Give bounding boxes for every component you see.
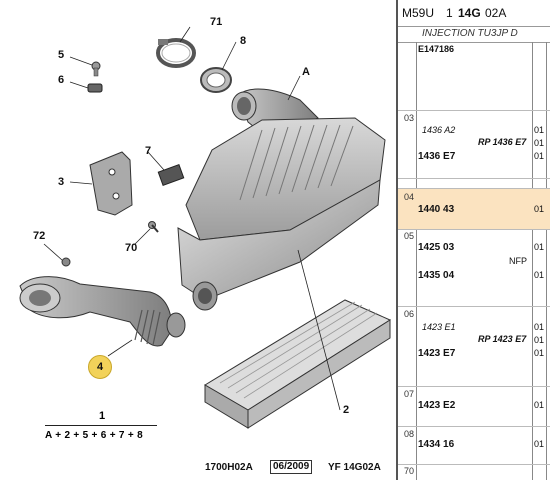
part-ref: 1435 04 bbox=[418, 270, 455, 281]
air-filter-illustration bbox=[19, 26, 392, 429]
intake-duct-4[interactable] bbox=[19, 276, 186, 347]
qty: 01 bbox=[534, 151, 545, 161]
qty: 01 bbox=[534, 439, 545, 449]
screw-72[interactable] bbox=[61, 257, 71, 267]
kit-formula-text: A + 2 + 5 + 6 + 7 + 8 bbox=[45, 430, 143, 441]
parts-row-selected[interactable]: 04 1440 43 01 bbox=[398, 188, 550, 230]
row-index: 03 bbox=[404, 113, 415, 123]
bracket-3[interactable] bbox=[89, 151, 133, 216]
part-ref: 1440 43 bbox=[418, 204, 455, 215]
air-filter-housing-A[interactable] bbox=[177, 88, 386, 311]
diagram-ref-right: YF 14G02A bbox=[328, 462, 381, 473]
diagram-date: 06/2009 bbox=[270, 460, 313, 474]
qty: 01 bbox=[534, 125, 545, 135]
pad-7[interactable] bbox=[157, 164, 185, 186]
qty: 01 bbox=[534, 335, 545, 345]
parts-row[interactable]: 07 1423 E2 01 bbox=[398, 386, 550, 427]
diagram-ref-code: 1700H02A bbox=[205, 462, 253, 473]
model-code-4: 02A bbox=[485, 6, 507, 20]
part-ref: 1436 E7 bbox=[418, 151, 456, 162]
callout-2[interactable]: 2 bbox=[343, 404, 350, 416]
panel-header: M59U 1 14G 02A bbox=[398, 0, 550, 27]
screw-5[interactable] bbox=[91, 61, 101, 77]
qty: 01 bbox=[534, 400, 545, 410]
column-divider bbox=[546, 42, 547, 480]
qty: 01 bbox=[534, 242, 545, 252]
row-index: 06 bbox=[404, 309, 415, 319]
column-divider bbox=[532, 42, 533, 480]
callout-3[interactable]: 3 bbox=[58, 176, 65, 188]
parts-row[interactable]: 08 1434 16 01 bbox=[398, 426, 550, 465]
callout-A[interactable]: A bbox=[302, 66, 310, 78]
callout-8[interactable]: 8 bbox=[240, 35, 247, 47]
part-ref-old: 1423 E1 bbox=[422, 322, 456, 332]
model-code: M59U bbox=[402, 6, 435, 20]
screw-70[interactable] bbox=[148, 221, 159, 233]
leader-lines bbox=[43, 26, 341, 411]
qty: 01 bbox=[534, 204, 545, 214]
row-index: 07 bbox=[404, 389, 415, 399]
parts-row[interactable]: 70 bbox=[398, 464, 550, 480]
callout-6[interactable]: 6 bbox=[58, 74, 65, 86]
grommet-6[interactable] bbox=[87, 83, 103, 93]
kit-number[interactable]: 1 bbox=[99, 410, 106, 422]
part-ref: 1434 16 bbox=[418, 439, 455, 450]
part-ref: 1423 E2 bbox=[418, 400, 456, 411]
sleeve-8[interactable] bbox=[200, 67, 232, 93]
parts-row[interactable]: 06 1423 E1 RP 1423 E7 1423 E7 01 01 01 bbox=[398, 306, 550, 387]
qty: 01 bbox=[534, 322, 545, 332]
qty: 01 bbox=[534, 348, 545, 358]
replacement-note: RP 1436 E7 bbox=[478, 137, 527, 147]
callout-72[interactable]: 72 bbox=[33, 230, 46, 242]
panel-subheader: INJECTION TU3JP D bbox=[398, 26, 550, 43]
row-index: 08 bbox=[404, 429, 415, 439]
callout-5[interactable]: 5 bbox=[58, 49, 65, 61]
engine-description: INJECTION TU3JP D bbox=[422, 28, 518, 39]
formula-divider bbox=[45, 425, 157, 426]
parts-row[interactable]: E147186 bbox=[398, 42, 550, 111]
exploded-parts-diagram[interactable]: 71 8 A 5 6 7 3 70 72 4 2 1 A + 2 + 5 + 6… bbox=[0, 0, 395, 480]
row-index: 05 bbox=[404, 231, 415, 241]
clamp-71[interactable] bbox=[156, 38, 196, 68]
qty: 01 bbox=[534, 270, 545, 280]
parts-list-panel: M59U 1 14G 02A INJECTION TU3JP D E147186… bbox=[396, 0, 550, 480]
replacement-note: RP 1423 E7 bbox=[478, 334, 527, 344]
part-ref: 1425 03 bbox=[418, 242, 455, 253]
callout-71[interactable]: 71 bbox=[210, 16, 223, 28]
row-index: 70 bbox=[404, 466, 415, 476]
filter-element-2[interactable] bbox=[204, 299, 392, 429]
column-divider bbox=[416, 42, 417, 480]
part-ref: E147186 bbox=[418, 44, 455, 54]
row-index: 04 bbox=[404, 192, 415, 202]
part-ref-old: 1436 A2 bbox=[422, 125, 456, 135]
model-code-3: 14G bbox=[458, 6, 481, 20]
callout-4-highlighted[interactable]: 4 bbox=[88, 355, 112, 379]
parts-row[interactable]: 05 1425 03 NFP 1435 04 01 01 bbox=[398, 228, 550, 307]
callout-70[interactable]: 70 bbox=[125, 242, 138, 254]
qty: 01 bbox=[534, 138, 545, 148]
supply-note: NFP bbox=[509, 256, 527, 266]
callout-7[interactable]: 7 bbox=[145, 145, 152, 157]
model-code-2: 1 bbox=[446, 6, 453, 20]
parts-row[interactable]: 03 1436 A2 RP 1436 E7 1436 E7 01 01 01 bbox=[398, 110, 550, 179]
part-ref: 1423 E7 bbox=[418, 348, 456, 359]
